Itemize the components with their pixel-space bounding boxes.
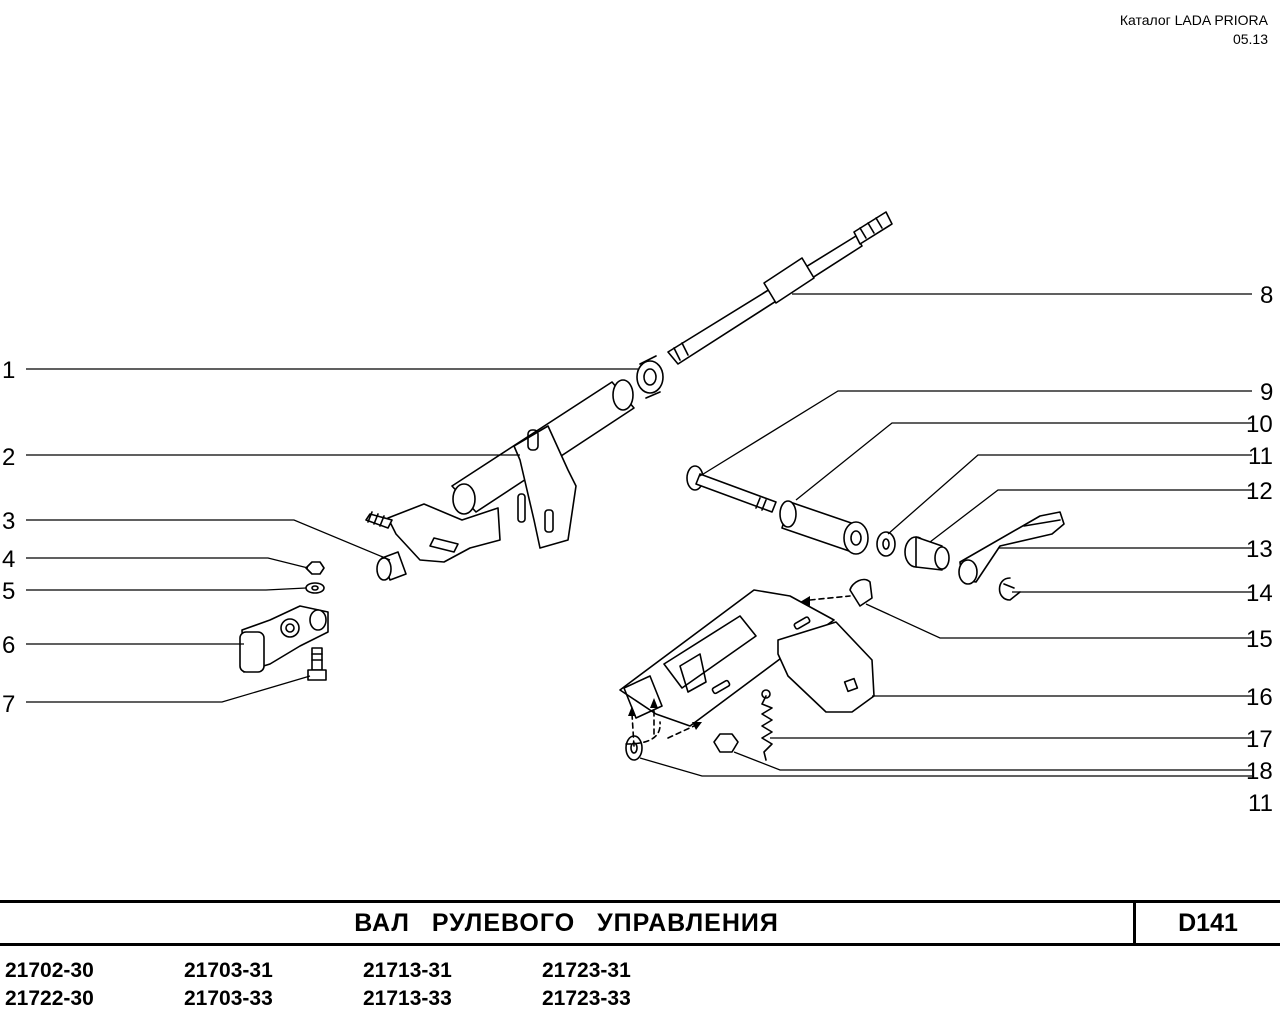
callout-17: 17 — [1246, 726, 1273, 753]
washer-small — [305, 582, 325, 594]
model-code: 21723-33 — [542, 987, 631, 1010]
long-bolt — [686, 465, 777, 513]
callout-4: 4 — [2, 546, 15, 573]
callout-13: 13 — [1246, 536, 1273, 563]
callout-9: 9 — [1260, 379, 1273, 406]
callout-5: 5 — [2, 578, 15, 605]
steering-shaft — [667, 211, 893, 365]
retaining-clip — [998, 577, 1021, 601]
hex-nut — [713, 733, 739, 753]
title-divider — [1133, 903, 1136, 943]
catalog-name: Каталог LADA PRIORA — [1119, 12, 1268, 28]
nut — [305, 561, 325, 575]
model-code: 21702-30 — [5, 959, 94, 982]
washer — [876, 531, 896, 557]
sleeve — [779, 500, 869, 555]
callout-12: 12 — [1246, 478, 1273, 505]
model-code: 21703-33 — [184, 987, 273, 1010]
buffer — [849, 578, 873, 607]
callout-7: 7 — [2, 691, 15, 718]
catalog-date: 05.13 — [1232, 31, 1268, 47]
callout-11-lower: 11 — [1248, 790, 1273, 817]
universal-joint — [239, 605, 329, 673]
model-list: 21702-30 21722-30 21703-31 21703-33 2171… — [0, 958, 1280, 1018]
clamp-bushing — [904, 536, 950, 571]
diagram-code: D141 — [1178, 909, 1238, 937]
callout-1: 1 — [2, 357, 15, 384]
model-code: 21713-31 — [363, 959, 452, 982]
bolt — [307, 647, 327, 681]
callout-14: 14 — [1246, 580, 1273, 607]
callout-11: 11 — [1248, 443, 1273, 470]
column-tube — [365, 379, 635, 563]
callout-16: 16 — [1246, 684, 1273, 711]
model-code: 21703-31 — [184, 959, 273, 982]
mounting-bracket — [619, 589, 875, 727]
callout-18: 18 — [1246, 758, 1273, 785]
callout-2: 2 — [2, 444, 15, 471]
spring — [761, 689, 773, 761]
model-code: 21723-31 — [542, 959, 631, 982]
bearing — [636, 355, 664, 399]
title-bar: ВАЛ РУЛЕВОГО УПРАВЛЕНИЯ D141 — [0, 900, 1280, 946]
callout-8: 8 — [1260, 282, 1273, 309]
callout-3: 3 — [2, 508, 15, 535]
callout-6: 6 — [2, 632, 15, 659]
page-title: ВАЛ РУЛЕВОГО УПРАВЛЕНИЯ — [354, 909, 779, 937]
callout-15: 15 — [1246, 626, 1273, 653]
exploded-parts-diagram: 1 2 3 4 5 6 7 8 9 10 11 12 13 14 15 16 1… — [2, 211, 1273, 817]
washer-lower — [625, 735, 643, 761]
callout-10: 10 — [1246, 411, 1273, 438]
adjustment-lever — [958, 511, 1065, 585]
model-code: 21722-30 — [5, 987, 94, 1010]
model-code: 21713-33 — [363, 987, 452, 1010]
